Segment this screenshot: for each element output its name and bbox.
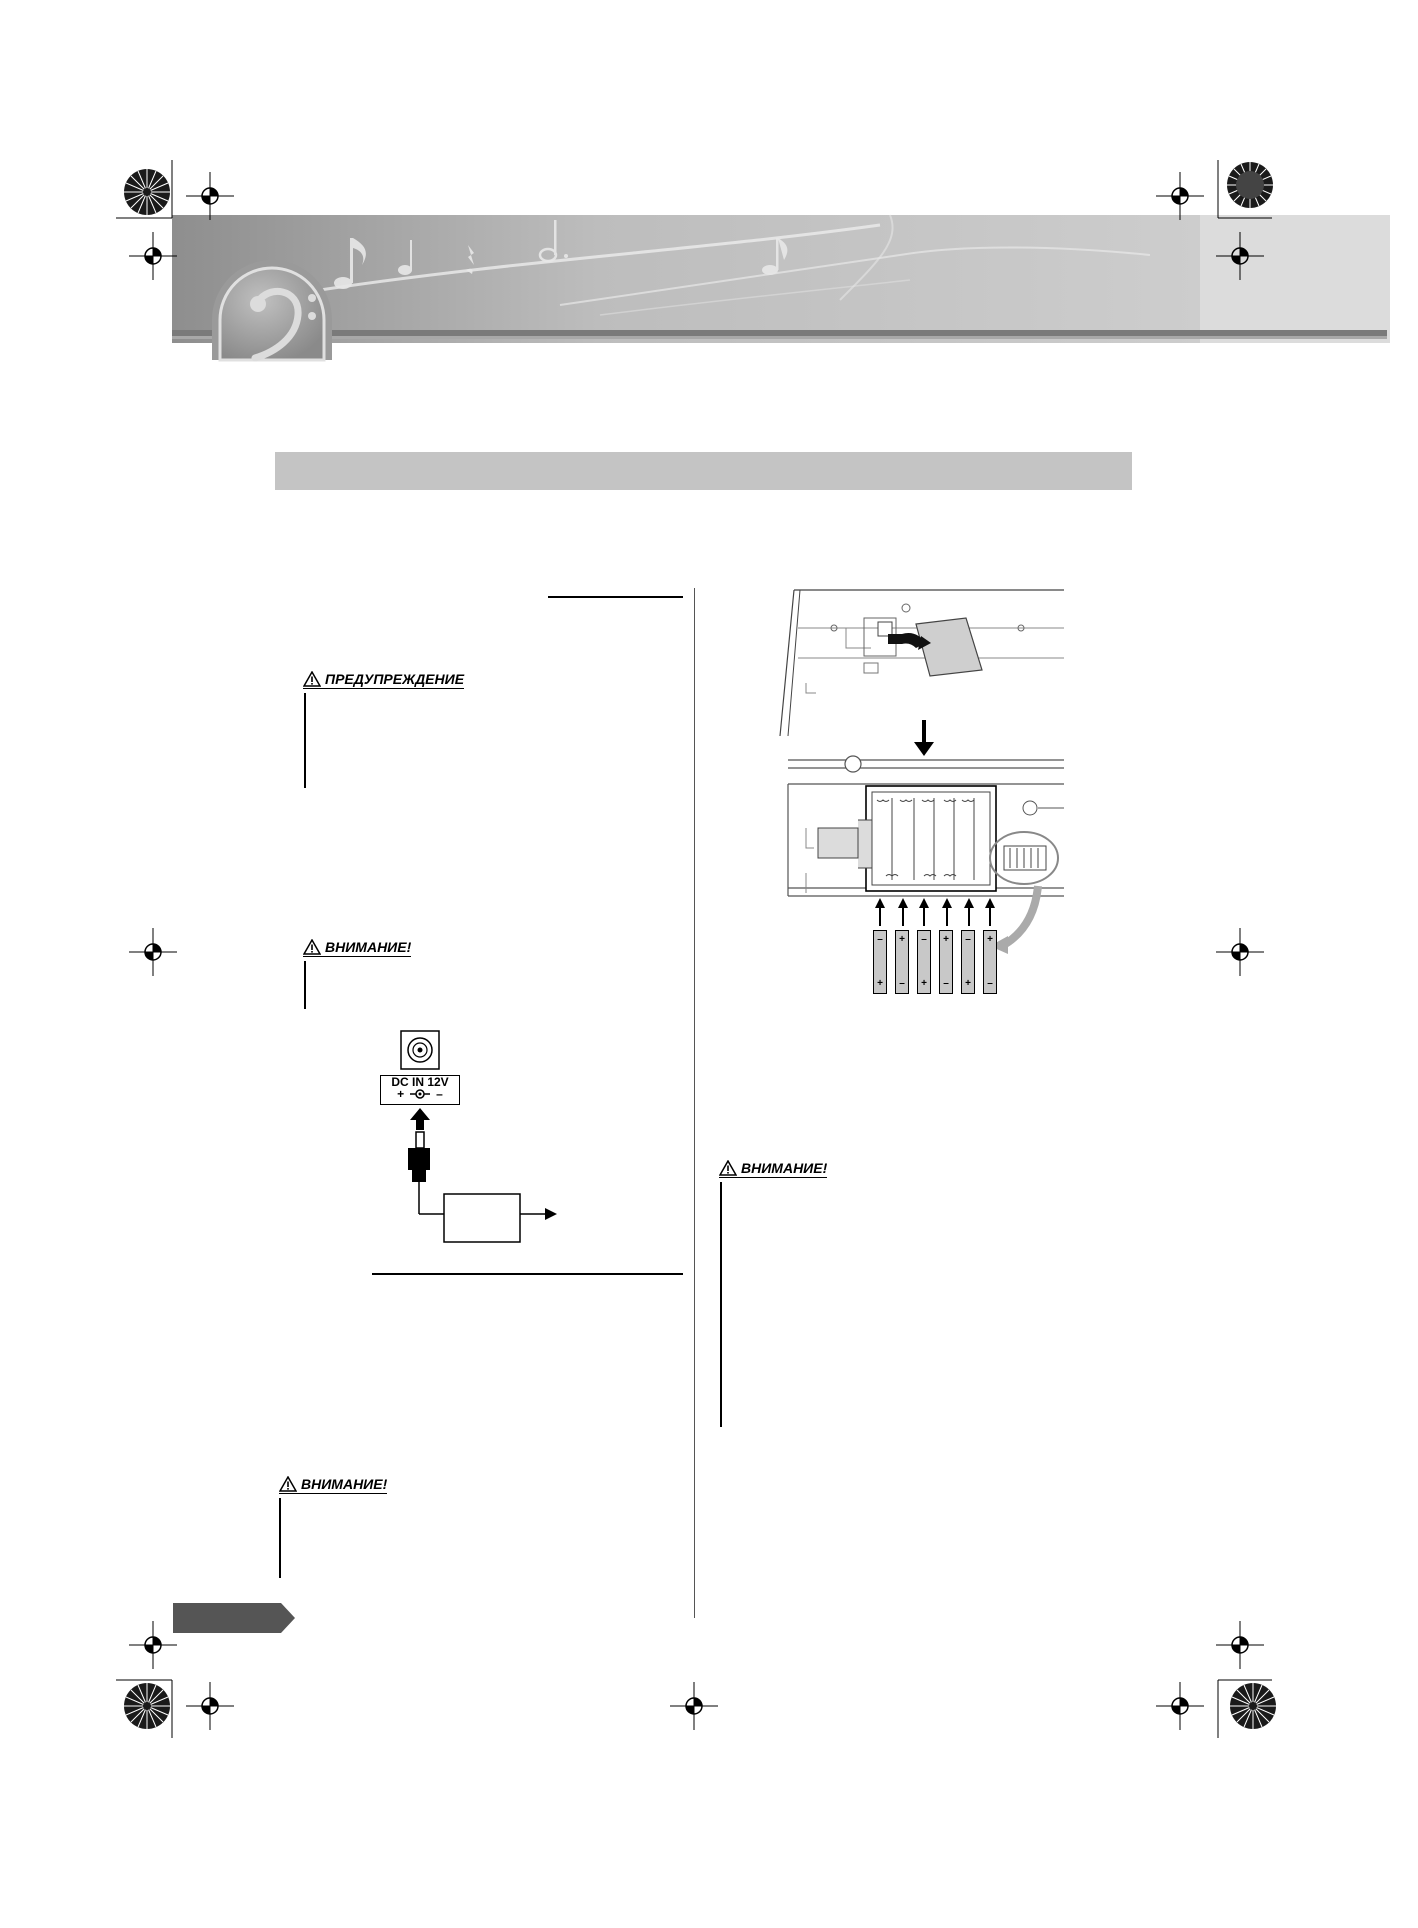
- battery-6: +–: [983, 930, 997, 994]
- registration-mark-icon: [185, 171, 235, 221]
- registration-mark-icon: [1155, 171, 1205, 221]
- polarity-plus: +: [397, 1087, 405, 1101]
- battery-4: +–: [939, 930, 953, 994]
- warning-triangle-icon: [303, 671, 321, 687]
- warning-triangle-icon: [303, 939, 321, 955]
- battery-terminal: +: [877, 978, 883, 989]
- battery-terminal: –: [921, 934, 927, 945]
- subsection-rule-top: [548, 596, 683, 598]
- warning-triangle-icon: [719, 1160, 737, 1176]
- battery-3: –+: [917, 930, 931, 994]
- warning-label: ПРЕДУПРЕЖДЕНИЕ: [325, 671, 465, 687]
- subsection-rule-mid: [372, 1273, 683, 1275]
- registration-mark-icon: [669, 1681, 719, 1731]
- warning-label: ВНИМАНИЕ!: [325, 939, 412, 955]
- warning-side-rule: [304, 961, 306, 1009]
- column-divider: [694, 588, 696, 1618]
- warning-heading-predupr: ПРЕДУПРЕЖДЕНИЕ: [303, 671, 465, 689]
- registration-mark-icon: [128, 927, 178, 977]
- battery-terminal: –: [943, 978, 949, 989]
- music-note-icon: [334, 220, 788, 289]
- battery-5: –+: [961, 930, 975, 994]
- registration-mark-icon: [123, 168, 171, 216]
- battery-terminal: –: [899, 978, 905, 989]
- battery-terminal: +: [899, 934, 905, 945]
- warning-label: ВНИМАНИЕ!: [741, 1160, 828, 1176]
- warning-heading-vnimanie-2: ВНИМАНИЕ!: [719, 1160, 828, 1178]
- registration-mark-icon: [1215, 927, 1265, 977]
- warning-heading-vnimanie-1: ВНИМАНИЕ!: [303, 939, 412, 957]
- section-title-bar: [275, 452, 1132, 490]
- battery-terminal: +: [987, 934, 993, 945]
- polarity-line: + –: [381, 1088, 459, 1100]
- registration-mark-icon: [128, 1620, 178, 1670]
- registration-mark-icon: [1155, 1681, 1205, 1731]
- battery-terminal: +: [965, 978, 971, 989]
- battery-terminal: –: [987, 978, 993, 989]
- plug-and-adapter: [408, 1108, 557, 1243]
- registration-mark-icon: [185, 1681, 235, 1731]
- registration-mark-icon: [128, 231, 178, 281]
- battery-compartment-diagram: [779, 589, 1064, 954]
- battery-terminal: –: [877, 934, 883, 945]
- warning-side-rule: [720, 1182, 722, 1427]
- warning-heading-vnimanie-3: ВНИМАНИЕ!: [279, 1476, 388, 1494]
- warning-side-rule: [279, 1498, 281, 1578]
- dc-in-label-box: DC IN 12V + –: [380, 1075, 460, 1105]
- battery-terminal: –: [965, 934, 971, 945]
- polarity-symbol-icon: [410, 1089, 431, 1099]
- registration-mark-icon: [1229, 1682, 1277, 1730]
- crop-mark-icon: [116, 160, 1272, 1738]
- warning-triangle-icon: [279, 1476, 297, 1492]
- page-number-tab: [173, 1603, 295, 1633]
- polarity-minus: –: [436, 1087, 443, 1101]
- dc-in-diagram: DC IN 12V + –: [360, 1030, 570, 1255]
- battery-1: –+: [873, 930, 887, 994]
- battery-terminal: +: [943, 934, 949, 945]
- warning-side-rule: [304, 693, 306, 788]
- battery-terminal: +: [921, 978, 927, 989]
- bass-clef-icon: [212, 260, 332, 362]
- registration-mark-icon: [123, 1682, 171, 1730]
- registration-mark-icon: [1215, 1620, 1265, 1670]
- warning-label: ВНИМАНИЕ!: [301, 1476, 388, 1492]
- dc-jack-icon: [400, 1030, 440, 1070]
- battery-2: +–: [895, 930, 909, 994]
- header-banner: [172, 214, 1390, 362]
- registration-mark-icon: [1215, 231, 1265, 281]
- dc-in-label: DC IN 12V: [391, 1075, 449, 1089]
